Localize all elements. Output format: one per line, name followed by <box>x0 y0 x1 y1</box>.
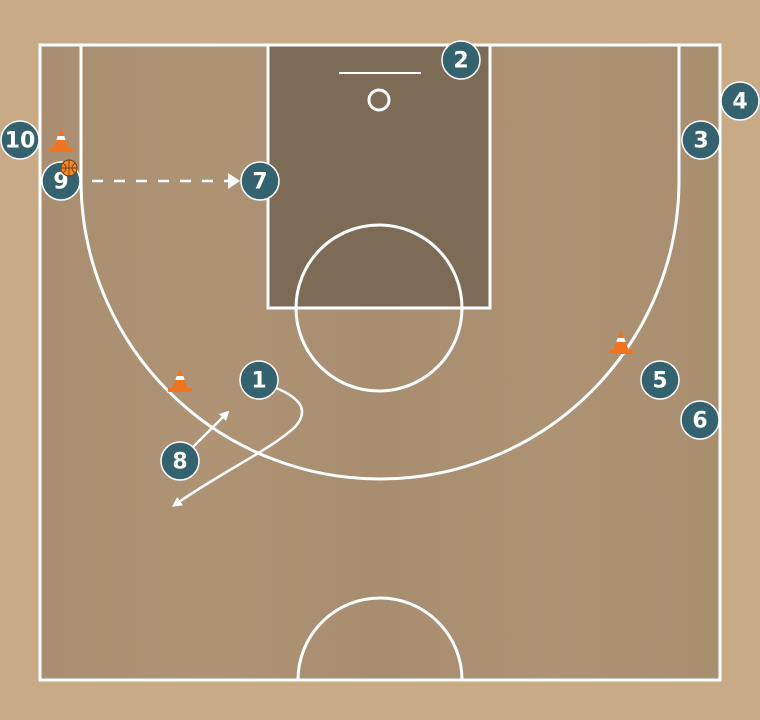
cone-icon <box>49 128 73 152</box>
center-circle <box>296 596 464 681</box>
cone-icon <box>168 368 192 392</box>
paint-area <box>268 45 490 308</box>
svg-text:5: 5 <box>652 369 667 394</box>
cone-icon <box>609 330 633 354</box>
svg-text:1: 1 <box>251 369 266 394</box>
pass-arrow-head <box>228 173 240 189</box>
free-throw-circle <box>294 223 464 393</box>
svg-text:2: 2 <box>453 49 468 74</box>
three-point-line <box>79 45 681 481</box>
svg-text:10: 10 <box>5 129 36 154</box>
player-3: 3 <box>681 120 721 160</box>
svg-text:6: 6 <box>692 409 707 434</box>
player-6: 6 <box>680 400 720 440</box>
svg-text:3: 3 <box>693 129 708 154</box>
svg-text:9: 9 <box>53 170 68 195</box>
player-2: 2 <box>441 40 481 80</box>
player-5: 5 <box>640 360 680 400</box>
basketball-icon <box>60 159 78 177</box>
player-1: 1 <box>239 360 279 400</box>
player-4: 4 <box>720 81 760 121</box>
player-8-move-line <box>192 410 230 448</box>
player-8: 8 <box>160 441 200 481</box>
player-10: 10 <box>0 120 40 160</box>
rim <box>367 88 391 112</box>
svg-text:4: 4 <box>732 90 747 115</box>
svg-text:8: 8 <box>172 450 187 475</box>
player-7: 7 <box>240 161 280 201</box>
svg-text:7: 7 <box>252 170 267 195</box>
player-1-cut-line <box>171 386 304 507</box>
